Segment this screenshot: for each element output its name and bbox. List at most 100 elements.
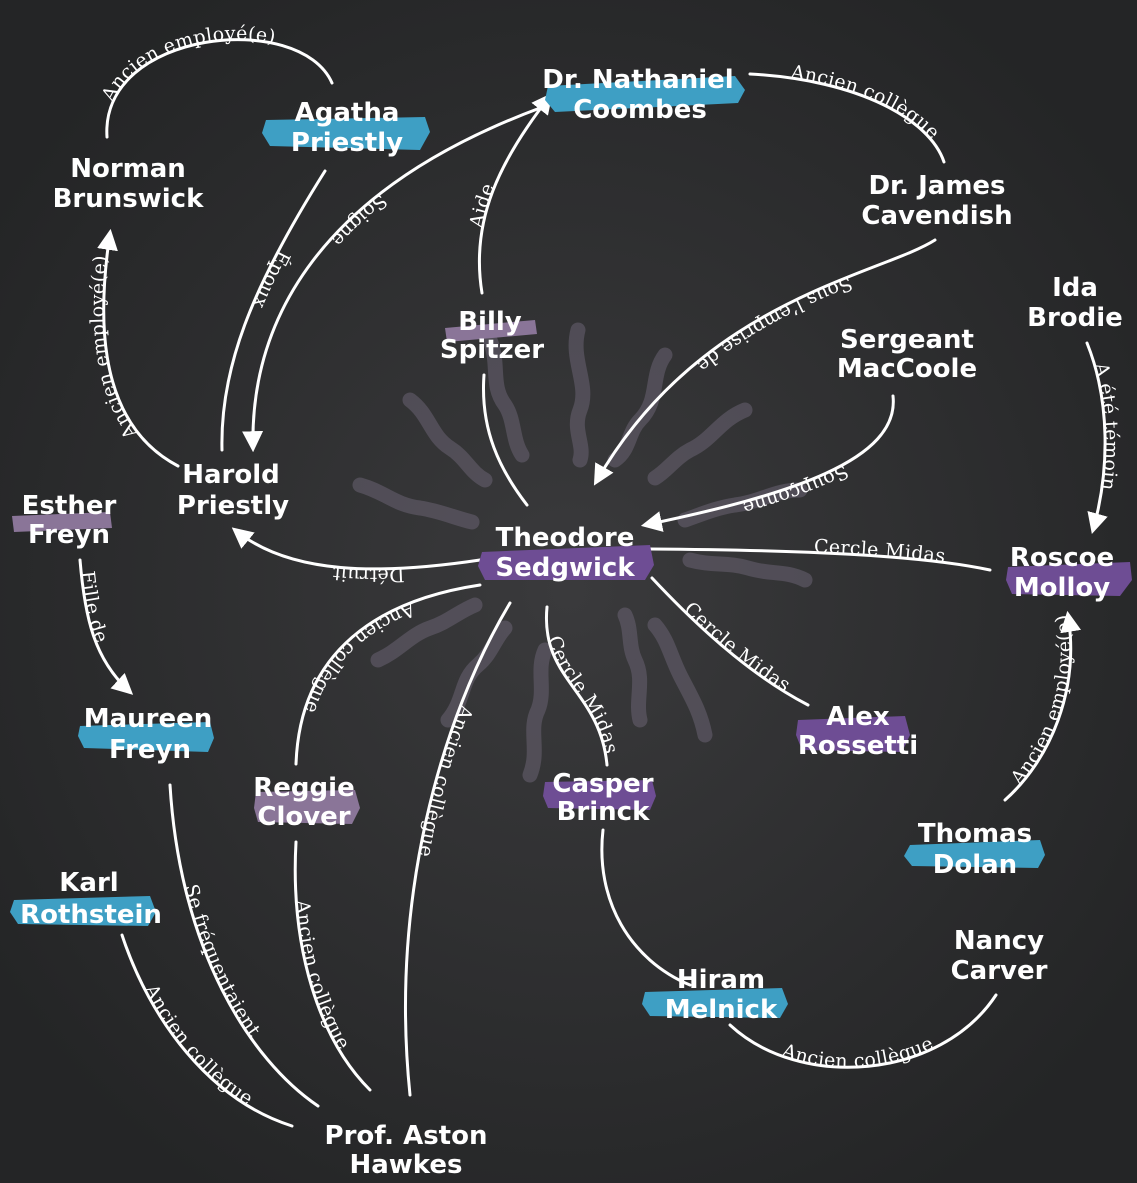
node-label-line2: Brinck: [557, 797, 650, 827]
node-aston-hawkes[interactable]: Prof. Aston Hawkes: [325, 1121, 488, 1180]
edge-casper-hiram: [600, 828, 692, 987]
edge-nathaniel-harold: [242, 106, 542, 453]
node-label-line1: Hiram: [677, 965, 765, 995]
node-label-line1: Casper: [552, 769, 653, 799]
edge-billy-theodore: [481, 373, 529, 507]
node-label-line2: Melnick: [665, 995, 778, 1025]
node-roscoe-molloy[interactable]: Roscoe Molloy: [1006, 543, 1132, 603]
node-label-line2: Brodie: [1027, 303, 1123, 333]
node-alex-rossetti[interactable]: Alex Rossetti: [796, 702, 918, 761]
node-label-line2: Priestly: [177, 491, 289, 521]
highlight-stroke: [904, 840, 1045, 868]
node-label-line1: Esther: [22, 491, 117, 521]
edge-theodore-reggie: [294, 583, 482, 766]
edge-esther-maureen: [78, 558, 134, 695]
node-label-line2: Coombes: [573, 95, 707, 125]
node-theodore-sedgwick[interactable]: Theodore Sedgwick: [478, 523, 654, 583]
node-label-line2: Brunswick: [53, 184, 204, 214]
node-label-line1: Theodore: [496, 523, 635, 553]
node-label-line1: Roscoe: [1010, 543, 1114, 573]
highlight-stroke: [12, 512, 112, 532]
highlight-stroke: [445, 320, 537, 342]
edge-theodore-harold: [231, 527, 482, 571]
node-casper-brinck[interactable]: Casper Brinck: [543, 769, 656, 827]
node-label-line2: Sedgwick: [495, 553, 635, 583]
node-nathaniel-coombes[interactable]: Dr. Nathaniel Coombes: [542, 65, 745, 125]
highlight-stroke: [262, 117, 430, 150]
edge-theodore-alex: [650, 576, 810, 707]
edge-thomas-roscoe: [1003, 610, 1082, 802]
edge-norman-agatha: [105, 38, 334, 139]
node-label-line2: Freyn: [28, 520, 110, 550]
node-hiram-melnick[interactable]: Hiram Melnick: [642, 965, 788, 1025]
node-maureen-freyn[interactable]: Maureen Freyn: [78, 704, 214, 765]
node-label-line2: Carver: [951, 956, 1048, 986]
edge-theodore-roscoe: [648, 547, 992, 572]
node-label-line2: MacCoole: [837, 354, 977, 384]
node-label-line2: Molloy: [1014, 573, 1110, 603]
highlight-stroke: [478, 545, 654, 580]
node-label-line2: Priestly: [291, 128, 403, 158]
node-label-line1: Norman: [70, 154, 186, 184]
edge-sergeant-theodore: [640, 394, 895, 532]
edge-label-theodore-harold: Détruit: [331, 562, 405, 586]
node-label-line1: Dr. Nathaniel: [542, 65, 733, 95]
edge-agatha-harold: [220, 169, 327, 452]
highlight-stroke: [78, 722, 214, 752]
highlight-stroke: [543, 780, 656, 810]
node-label-line2: Hawkes: [349, 1150, 462, 1180]
node-nancy-carver[interactable]: Nancy Carver: [951, 926, 1048, 986]
highlight-stroke: [642, 988, 788, 1018]
edge-karl-aston: [120, 933, 294, 1128]
node-label-line2: Dolan: [933, 850, 1017, 880]
node-sergeant-maccoole[interactable]: Sergeant MacCoole: [837, 325, 977, 384]
node-label-line2: Spitzer: [440, 335, 544, 365]
edge-theodore-casper: [544, 605, 609, 767]
node-karl-rothstein[interactable]: Karl Rothstein: [10, 868, 162, 930]
edge-reggie-aston: [293, 840, 372, 1092]
node-label-line1: Sergeant: [840, 325, 974, 355]
node-label-line1: Alex: [826, 702, 890, 732]
edge-theodore-aston: [404, 601, 512, 1097]
node-label-line1: Reggie: [253, 773, 354, 803]
highlight-stroke: [254, 790, 360, 824]
node-esther-freyn[interactable]: Esther Freyn: [12, 491, 116, 550]
node-label-line1: Nancy: [954, 926, 1044, 956]
node-label-line2: Clover: [257, 802, 350, 832]
node-agatha-priestly[interactable]: Agatha Priestly: [262, 98, 430, 158]
highlight-stroke: [796, 716, 910, 752]
edge-harold-norman: [97, 228, 180, 468]
node-label-line2: Freyn: [109, 735, 191, 765]
highlight-stroke: [545, 76, 745, 112]
node-harold-priestly[interactable]: Harold Priestly: [177, 460, 289, 521]
node-label-line1: Karl: [59, 868, 118, 898]
node-reggie-clover[interactable]: Reggie Clover: [253, 773, 360, 832]
edge-billy-nathaniel: [477, 92, 553, 295]
node-thomas-dolan[interactable]: Thomas Dolan: [904, 819, 1045, 880]
node-label-line1: Thomas: [918, 819, 1032, 849]
node-label-line1: Ida: [1052, 273, 1098, 303]
node-billy-spitzer[interactable]: Billy Spitzer: [440, 307, 544, 365]
node-label-line2: Rothstein: [20, 900, 162, 930]
node-label-line2: Rossetti: [798, 731, 918, 761]
node-label-line1: Agatha: [295, 98, 400, 128]
highlight-stroke: [1006, 562, 1132, 596]
node-james-cavendish[interactable]: Dr. James Cavendish: [861, 171, 1012, 231]
node-ida-brodie[interactable]: Ida Brodie: [1027, 273, 1123, 333]
edge-nathaniel-james: [748, 72, 946, 164]
edge-hiram-nancy: [728, 993, 998, 1069]
edges: [78, 38, 1108, 1128]
edge-maureen-aston: [168, 783, 320, 1108]
edge-james-theodore: [593, 238, 937, 486]
highlight-stroke: [10, 896, 156, 926]
node-label-line1: Maureen: [84, 704, 213, 734]
node-label-line1: Harold: [182, 460, 280, 490]
edge-ida-roscoe: [1085, 341, 1108, 535]
node-norman-brunswick[interactable]: Norman Brunswick: [53, 154, 204, 214]
node-label-line1: Billy: [458, 307, 522, 337]
node-label-line1: Dr. James: [868, 171, 1005, 201]
node-label-line2: Cavendish: [861, 201, 1012, 231]
node-label-line1: Prof. Aston: [325, 1121, 488, 1151]
